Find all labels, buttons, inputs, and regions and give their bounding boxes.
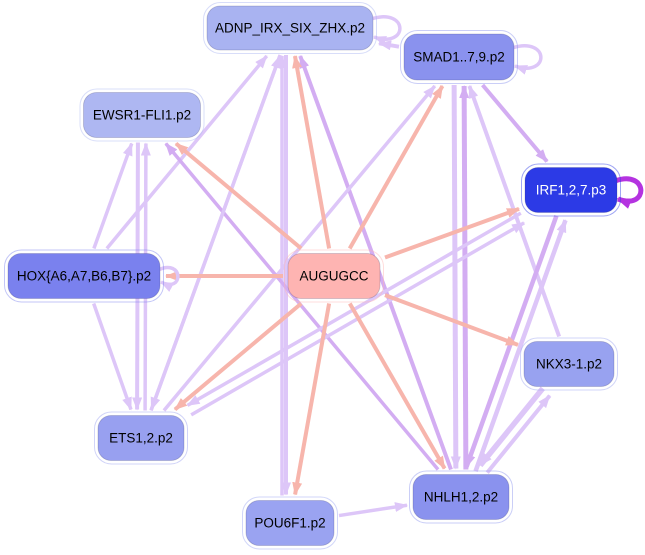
node-box-nhlh xyxy=(412,474,510,520)
node-box-nkx xyxy=(523,341,615,387)
edge-aug-ewsr xyxy=(174,141,303,251)
node-ets[interactable]: ETS1,2.p2 xyxy=(94,411,188,465)
edge-aug-adnp xyxy=(292,55,332,249)
node-label-adnp: ADNP_IRX_SIX_ZHX.p2 xyxy=(215,21,365,36)
node-outline-irf xyxy=(521,163,621,217)
node-nhlh[interactable]: NHLH1,2.p2 xyxy=(409,470,513,524)
edge-hox-ewsr xyxy=(92,142,134,250)
node-label-nhlh: NHLH1,2.p2 xyxy=(424,490,498,505)
node-outline-nkx xyxy=(520,337,618,391)
edge-aug-nhlh xyxy=(348,302,447,470)
node-label-ets: ETS1,2.p2 xyxy=(109,431,173,446)
edge-aug-nkx xyxy=(384,293,519,347)
edge-nhlh-ewsr xyxy=(164,142,440,471)
node-aug[interactable]: AUGUGCC xyxy=(284,249,384,303)
node-outline-nhlh xyxy=(409,470,513,524)
node-hox[interactable]: HOX{A6,A7,B6,B7}.p2 xyxy=(4,249,164,303)
node-label-pou: POU6F1.p2 xyxy=(254,516,325,531)
node-outline-adnp xyxy=(203,2,377,54)
edge-nhlh-smad xyxy=(459,84,470,470)
self-loop-hox xyxy=(157,265,180,292)
edge-aug-smad xyxy=(347,85,445,250)
node-ewsr[interactable]: EWSR1-FLI1.p2 xyxy=(79,88,205,142)
node-outline-aug xyxy=(284,249,384,303)
edge-hox-ets xyxy=(92,302,133,411)
edge-smad-adnp xyxy=(378,40,400,51)
node-adnp[interactable]: ADNP_IRX_SIX_ZHX.p2 xyxy=(203,2,377,54)
node-label-irf: IRF1,2,7.p3 xyxy=(536,183,607,198)
nodes-layer: ADNP_IRX_SIX_ZHX.p2SMAD1..7,9.p2EWSR1-FL… xyxy=(4,2,621,550)
edge-pou-nhlh xyxy=(338,502,408,518)
edge-adnp-ets xyxy=(149,54,282,411)
edge-smad-nhlh xyxy=(450,85,461,470)
node-outline-pou xyxy=(242,496,338,550)
node-box-smad xyxy=(403,33,515,81)
node-outline-hox xyxy=(4,249,164,303)
node-pou[interactable]: POU6F1.p2 xyxy=(242,496,338,550)
edge-aug-pou xyxy=(292,303,332,496)
self-loop-adnp xyxy=(370,15,402,46)
self-loop-smad xyxy=(511,44,543,75)
node-label-smad: SMAD1..7,9.p2 xyxy=(413,50,505,65)
node-outline-ewsr xyxy=(79,88,205,142)
self-loop-irf xyxy=(614,176,644,209)
edge-aug-irf xyxy=(384,206,520,260)
node-box-hox xyxy=(7,253,161,299)
node-box-pou xyxy=(245,500,335,546)
node-box-ets xyxy=(97,415,185,461)
edge-nhlh-nkx xyxy=(485,394,552,474)
node-label-hox: HOX{A6,A7,B6,B7}.p2 xyxy=(17,269,151,284)
node-outline-ets xyxy=(94,411,188,465)
node-box-irf xyxy=(524,167,618,213)
edge-smad-irf xyxy=(481,83,549,163)
node-outline-smad xyxy=(400,30,518,84)
node-label-aug: AUGUGCC xyxy=(299,269,368,284)
edge-aug-ets xyxy=(173,301,303,412)
node-box-aug xyxy=(287,253,381,299)
node-label-ewsr: EWSR1-FLI1.p2 xyxy=(93,108,191,123)
node-box-adnp xyxy=(206,5,374,51)
node-smad[interactable]: SMAD1..7,9.p2 xyxy=(400,30,518,84)
node-nkx[interactable]: NKX3-1.p2 xyxy=(520,337,618,391)
node-box-ewsr xyxy=(83,92,201,138)
node-label-nkx: NKX3-1.p2 xyxy=(536,357,602,372)
edge-nkx-nhlh xyxy=(478,386,545,468)
node-irf[interactable]: IRF1,2,7.p3 xyxy=(521,163,621,217)
edge-nhlh-irf xyxy=(473,219,568,472)
